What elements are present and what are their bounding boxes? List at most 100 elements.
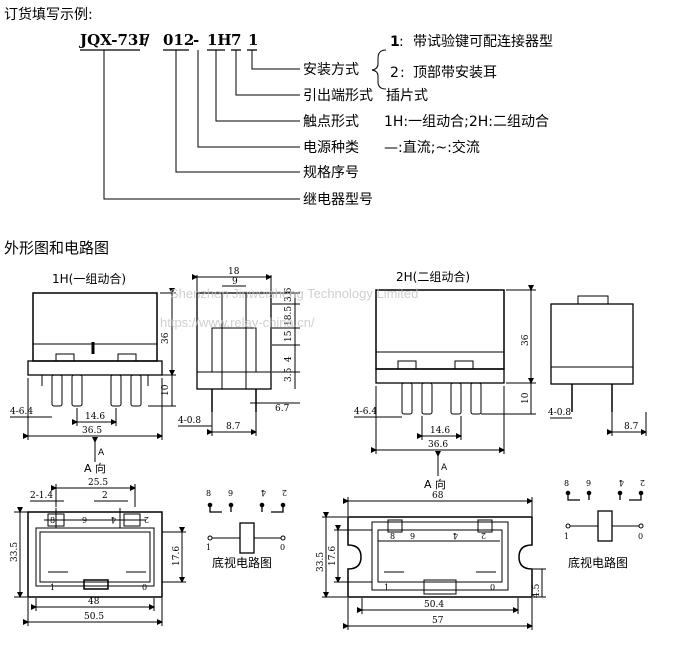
front-2h-dim-pinw: 4-6.4	[354, 407, 377, 417]
bottom-2h-pin-1: 1	[384, 583, 389, 592]
bottom-2h-dim-top: 68	[432, 491, 444, 501]
mount-brace	[371, 49, 387, 90]
front-2h-dim-width: 36.6	[428, 440, 448, 450]
side-1h-dim-v2: 18.5	[284, 306, 294, 326]
circuit-1h-caption: 底视电路图	[212, 555, 272, 570]
mount-options: 1 : 带试验键可配连接器型 2 : 顶部带安装耳	[390, 33, 553, 81]
front-1h-dim-pinw: 4-6.4	[10, 407, 33, 417]
bottom-1h-dim-tl: 2-1.4	[30, 491, 53, 501]
circuit-2h-pin-8: 8	[564, 479, 569, 488]
front-2h-title: 2H(二组动合)	[396, 269, 470, 284]
circuit-2h-caption: 底视电路图	[568, 555, 628, 570]
bottom-2h-dim-innerh: 17.6	[328, 546, 338, 566]
watermark-line2: https://www.relay-china.cn/	[160, 315, 315, 330]
side-1h-dim-pin: 4-0.8	[178, 416, 201, 426]
bottom-1h-dim-height: 33.5	[10, 542, 20, 562]
bottom-1h-pin-4: 4	[111, 515, 116, 524]
row-label-model: 继电器型号	[303, 192, 373, 208]
code-terminal: 7	[231, 31, 241, 49]
bottom-1h-pin-8: 8	[50, 516, 55, 525]
bottom-view-2h: 68 33.5 17.6 4.5 50.4 57	[316, 491, 546, 630]
front-1h-title: 1H(一组动合)	[52, 271, 126, 286]
watermark-line1: Shenzhen Jinweisheng Technology Limited	[170, 286, 418, 301]
code-spec: 012	[163, 31, 194, 49]
row-label-spec: 规格序号	[303, 165, 359, 181]
mount-opt1-sep: :	[399, 34, 404, 50]
side-1h-dim-off: 6.7	[275, 404, 290, 414]
mount-opt2-key: 2	[390, 65, 399, 81]
code-contact: 1H	[207, 31, 232, 49]
front-1h-dim-height: 36	[161, 332, 171, 344]
code-sep: /	[144, 31, 150, 49]
circuit-1h-pin-8: 8	[206, 489, 211, 498]
bottom-view-1h: 25.5 2-1.4 2 33.5 17.6 48 50.5	[10, 478, 186, 626]
bottom-2h-dim-w1: 50.4	[424, 600, 444, 610]
side-1h-dim-top: 18	[228, 267, 240, 277]
outline-heading: 外形图和电路图	[4, 239, 109, 257]
front-1h-dim-width: 36.5	[82, 426, 102, 436]
row-label-mount: 安装方式	[303, 62, 359, 78]
circuit-2h	[565, 490, 644, 542]
code-model: JQX-73F	[78, 31, 149, 49]
bottom-2h-dim-height: 33.5	[316, 552, 326, 572]
front-view-1h: 1H(一组动合) 36 10 4-6.4 14.6 36.5	[10, 271, 176, 440]
circuit-1h-pins: 8 9 4 2 1 0	[206, 488, 287, 552]
side-1h-dim-v4: 4	[284, 356, 294, 362]
bottom-1h-dim-t2: 2	[102, 491, 108, 501]
bottom-2h-dim-w2: 57	[432, 616, 444, 626]
bottom-2h-pin-4: 4	[453, 531, 458, 540]
front-2h-dim-pinlen: 10	[521, 392, 531, 404]
bottom-1h-dim-top: 25.5	[88, 478, 108, 488]
side-1h-dim-v5: 3.5	[284, 367, 294, 382]
side-1h-dim-v1: 3.6	[284, 287, 294, 302]
circuit-2h-pins: 8 9 4 2 1 0	[564, 478, 645, 541]
row-label-power: 电源种类	[303, 140, 359, 156]
front-2h-dim-pitch: 14.6	[430, 426, 450, 436]
circuit-2h-pin-1: 1	[564, 532, 569, 541]
mount-opt1-key: 1	[390, 34, 400, 50]
row-value-contact: 1H:一组动合;2H:二组动合	[384, 114, 549, 130]
circuit-2h-pin-9: 9	[586, 479, 591, 488]
side-2h-dim-pitch: 8.7	[624, 422, 639, 432]
circuit-2h-pin-0: 0	[638, 532, 643, 541]
side-1h-dim-inner: 9	[232, 277, 238, 287]
order-heading: 订货填写示例:	[4, 6, 93, 23]
code-mount: 1	[248, 31, 258, 49]
bottom-1h-pin-9: 9	[82, 516, 87, 525]
bottom-1h-pins: 8 9 4 2 1 0	[50, 515, 149, 592]
side-1h-dim-pitch: 8.7	[226, 422, 241, 432]
side-view-2h: 4-0.8 8.7	[548, 295, 647, 436]
circuit-2h-pin-4: 4	[619, 478, 624, 487]
a-arrow-1h: A A 向	[84, 437, 106, 475]
side-view-1h: 18 9 3.6 18.5 15 4 3.5 6.7 4-0.8 8.7	[178, 267, 300, 436]
circuit-1h-pin-4: 4	[261, 488, 266, 497]
circuit-1h	[207, 502, 286, 554]
bottom-2h-pin-9: 9	[410, 532, 415, 541]
bottom-2h-pin-2: 2	[481, 531, 486, 540]
bottom-1h-dim-w1: 48	[88, 597, 100, 607]
front-2h-dim-height: 36	[521, 334, 531, 346]
circuit-1h-pin-0: 0	[280, 543, 285, 552]
bottom-1h-pin-1: 1	[50, 583, 55, 592]
circuit-1h-pin-1: 1	[206, 543, 211, 552]
order-code: JQX-73F / 012 - 1H 7 1	[78, 31, 258, 49]
row-value-terminal: 插片式	[386, 88, 428, 104]
front-view-2h: 2H(二组动合) 36 10 4-6.4 14.6 36.6	[354, 269, 536, 454]
a-arrow-2h-label: A	[441, 463, 448, 473]
order-rows: 安装方式 引出端形式 插片式 触点形式 1H:一组动合;2H:二组动合 电源种类…	[303, 62, 549, 208]
bottom-2h-pin-0: 0	[490, 583, 495, 592]
mount-opt1-text: 带试验键可配连接器型	[413, 33, 553, 50]
circuit-1h-pin-2: 2	[282, 488, 287, 497]
side-1h-dim-v3: 15	[284, 330, 294, 342]
row-label-terminal: 引出端形式	[303, 88, 373, 104]
a-view-1h-label: A 向	[84, 461, 106, 475]
bottom-1h-pin-0: 0	[142, 583, 147, 592]
bottom-2h-pin-8: 8	[390, 532, 395, 541]
front-1h-dim-pinlen: 10	[161, 384, 171, 396]
row-value-power: —:直流;~:交流	[384, 139, 480, 156]
code-dash: -	[193, 31, 199, 49]
row-label-contact: 触点形式	[303, 114, 359, 130]
bottom-2h-pins: 8 9 4 2 1 0	[384, 531, 495, 592]
a-arrow-1h-label: A	[98, 448, 105, 458]
